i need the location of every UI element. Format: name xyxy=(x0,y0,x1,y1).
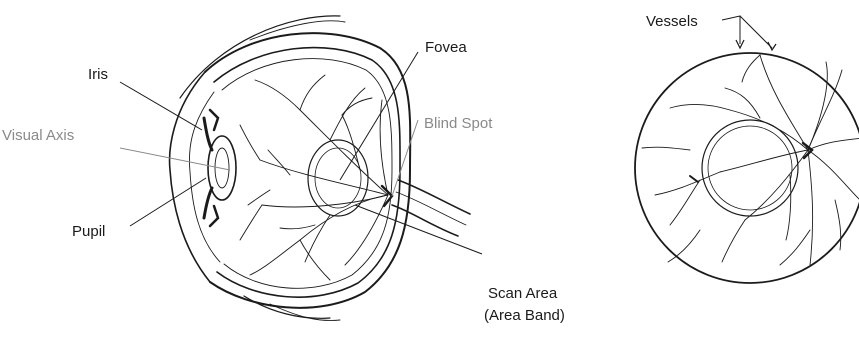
label-blind-spot: Blind Spot xyxy=(424,115,493,132)
label-pupil: Pupil xyxy=(72,223,105,240)
ciliary-body-lower xyxy=(210,206,218,226)
fundus-vessels xyxy=(642,55,859,265)
scan-area-leader xyxy=(355,205,482,254)
fundus-outline xyxy=(635,53,859,283)
visual-axis-leader xyxy=(120,148,230,170)
label-iris: Iris xyxy=(88,66,108,83)
label-vessels: Vessels xyxy=(646,13,698,30)
leader-lines-left xyxy=(120,52,482,254)
cornea xyxy=(170,72,210,282)
fundus-scan-ring-inner xyxy=(708,126,792,210)
fundus-scan-ring xyxy=(702,120,798,216)
label-scan-area-line1: Scan Area xyxy=(488,285,558,302)
retinal-vessels xyxy=(240,75,388,280)
fundus-marker xyxy=(690,176,698,182)
optic-nerve-bottom xyxy=(392,205,458,236)
vessels-leader xyxy=(722,16,776,50)
ciliary-body-upper xyxy=(210,110,218,130)
iris-lower xyxy=(204,188,212,218)
pupil-leader xyxy=(130,178,206,226)
label-scan-area-line2: (Area Band) xyxy=(484,307,565,324)
iris-upper xyxy=(204,118,212,150)
retina-outline xyxy=(214,48,400,298)
iris-leader xyxy=(120,82,202,130)
label-fovea: Fovea xyxy=(425,39,467,56)
fovea-leader xyxy=(340,52,418,180)
choroid-outline xyxy=(222,59,392,289)
label-visual-axis: Visual Axis xyxy=(2,127,74,144)
blind-spot-leader xyxy=(392,120,418,196)
eye-cross-section xyxy=(170,16,470,321)
retina-fundus-view xyxy=(635,53,859,283)
